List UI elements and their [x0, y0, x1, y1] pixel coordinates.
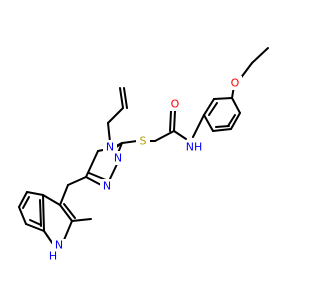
atom-text-nh-amide: NH	[186, 141, 203, 154]
atom-label-o-ether: O	[228, 76, 242, 90]
atom-label-nh-indole: N H	[49, 239, 66, 265]
atom-text-n4: N	[106, 141, 114, 154]
atom-text-o-carbonyl: O	[171, 98, 180, 111]
atom-label-s: S	[136, 134, 150, 148]
atom-label-n1: N	[100, 179, 114, 193]
atom-label-n4: N	[103, 140, 117, 154]
atom-text-s: S	[140, 135, 147, 148]
chemical-structure: O NH S N N N O N H	[18, 47, 269, 265]
atom-text-n-indole: N	[55, 239, 63, 252]
atom-text-h-indole: H	[49, 250, 57, 263]
atom-text-o-ether: O	[231, 77, 240, 90]
atom-label-o-carbonyl: O	[168, 97, 182, 111]
atom-text-n1: N	[103, 180, 111, 193]
atom-label-n2: N	[111, 151, 125, 165]
atom-text-n2: N	[114, 152, 122, 165]
bond-skeleton	[18, 47, 269, 248]
atom-label-nh-amide: NH	[183, 140, 205, 154]
